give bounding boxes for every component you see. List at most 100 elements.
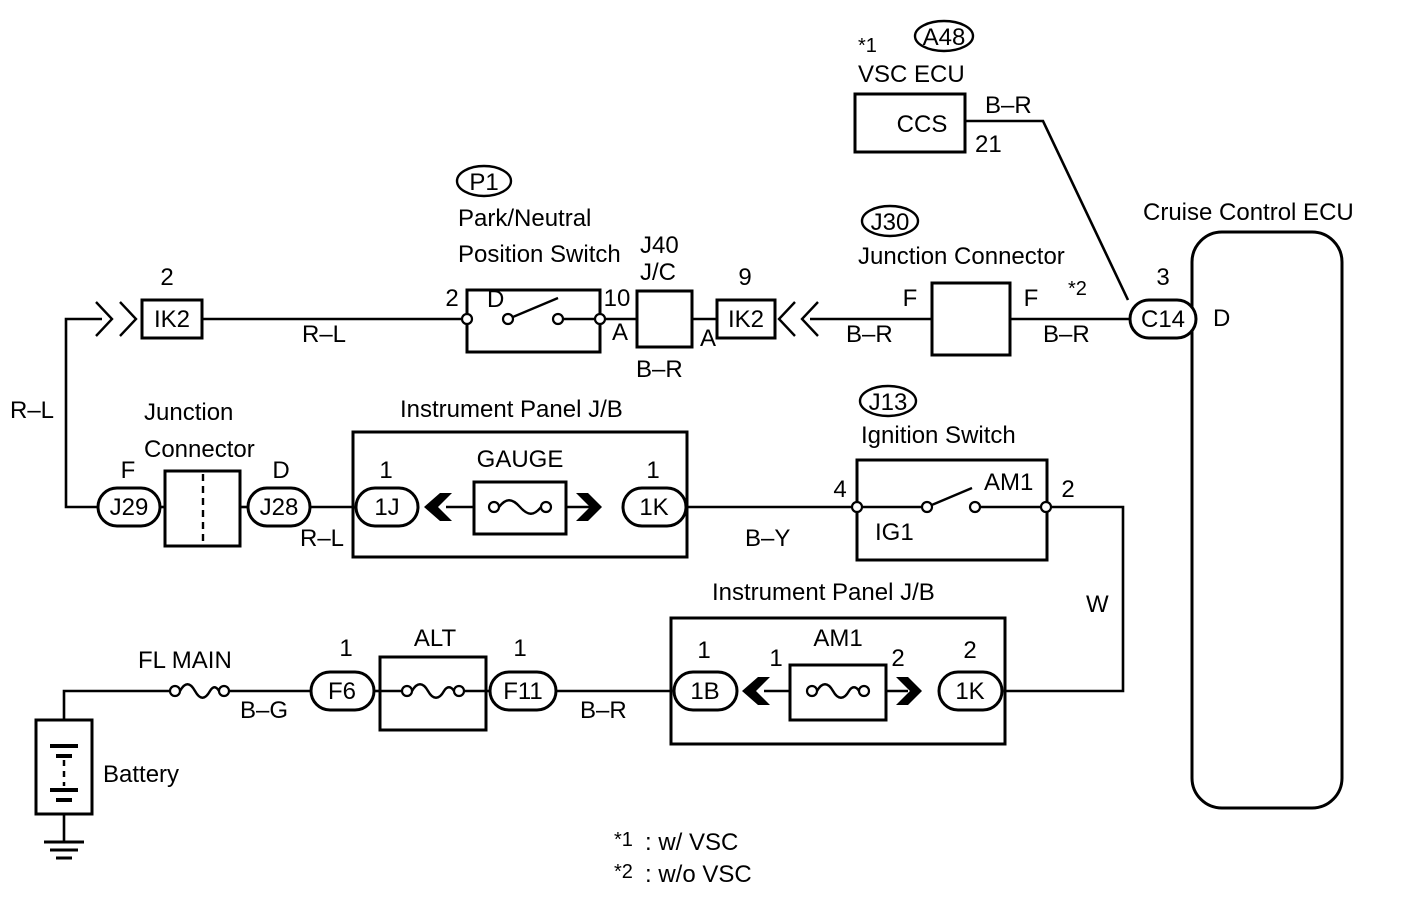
ik2-left-box — [140, 298, 204, 340]
ignition-id-oval — [858, 384, 918, 418]
j28-label: J28 — [260, 494, 299, 521]
vsc-ecu-name: VSC ECU — [858, 61, 965, 88]
alt-label: ALT — [414, 625, 457, 652]
note-1-mark: *1 — [614, 829, 633, 851]
ip-jb-gauge-right-pin: 1 — [646, 457, 659, 484]
ip-jb-gauge-left-pin: 1 — [379, 457, 392, 484]
gauge-left-arrow-icon — [424, 493, 452, 521]
ip-jb-gauge-title: Instrument Panel J/B — [400, 396, 623, 423]
ik2-right-connector: IK2 9 — [715, 264, 819, 340]
ik2-left-label: IK2 — [154, 306, 190, 333]
fl-main-terminal-right — [217, 684, 231, 698]
ik2-left-pin: 2 — [160, 264, 173, 291]
p1-terminal-right — [593, 312, 607, 326]
ignition-switch: J13 Ignition Switch 4 2 IG1 AM1 B–Y W — [745, 384, 1109, 618]
jc-line2: Connector — [144, 436, 255, 463]
ip-jb-1b-label: 1B — [690, 678, 719, 705]
vsc-pin: 21 — [975, 131, 1002, 158]
ip-jb-gauge: Instrument Panel J/B 1 1 GAUGE 1J 1K — [351, 396, 689, 559]
j40-pin-right: A — [700, 325, 716, 352]
j29-label: J29 — [110, 494, 149, 521]
cruise-pin: 3 — [1156, 264, 1169, 291]
ip-jb-1j-label: 1J — [374, 494, 399, 521]
ignition-wire-out: W — [1086, 591, 1109, 618]
fl-main-fuse-icon — [178, 683, 221, 699]
p1-id-oval — [455, 164, 513, 198]
cruise-ecu-box — [1190, 230, 1344, 810]
ip-jb-1k-lower-connector — [937, 670, 1004, 712]
ip-jb-am1-left-pin: 1 — [697, 637, 710, 664]
vsc-wire-label: B–R — [985, 92, 1032, 119]
vsc-ecu: *1 A48 VSC ECU CCS 21 B–R — [853, 19, 1032, 158]
jc-left-pin: F — [121, 457, 136, 484]
p1-line1: Park/Neutral — [458, 205, 591, 232]
ik2-left-chevron-inner — [119, 301, 138, 337]
ignition-contact-left — [920, 500, 934, 514]
ip-jb-1k-label: 1K — [639, 494, 668, 521]
ik2-left-chevron-outer — [95, 301, 114, 337]
jc-right-pin: D — [272, 457, 289, 484]
j30-box — [930, 281, 1012, 357]
j30-name: Junction Connector — [858, 243, 1065, 270]
left-junction-connector: Junction Connector F D J29 J28 R–L — [96, 399, 344, 552]
alt-box — [378, 655, 488, 732]
ik2-left-connector: IK2 2 — [95, 264, 204, 340]
alt-terminal-left — [400, 684, 414, 698]
j29-connector — [96, 486, 162, 528]
p1-pin-left: 2 — [445, 285, 458, 312]
vsc-ccs-label: CCS — [897, 111, 948, 138]
alt-wire-out: B–R — [580, 697, 627, 724]
j40-line1: J40 — [640, 232, 679, 259]
p1-contact-right — [551, 312, 565, 326]
cruise-note-mark: *2 — [1068, 278, 1087, 300]
ignition-box — [855, 458, 1049, 562]
cruise-c14-label: C14 — [1141, 306, 1185, 333]
am1-fuse-terminal-left — [805, 684, 819, 698]
ik2-right-pin: 9 — [738, 264, 751, 291]
top-wire-label: R–L — [302, 321, 346, 348]
f11-connector — [488, 670, 558, 712]
battery: Battery — [34, 718, 179, 860]
am1-fuse-pin-right: 2 — [891, 645, 904, 672]
gauge-fuse-icon — [498, 499, 542, 515]
note-2-text: : w/o VSC — [645, 861, 752, 888]
f6-label: F6 — [328, 678, 356, 705]
alt-terminal-right — [452, 684, 466, 698]
gauge-fuse-terminal-left — [487, 500, 501, 514]
j28-connector — [246, 486, 312, 528]
ik2-right-chevron-outer — [800, 301, 819, 337]
cruise-ecu-name: Cruise Control ECU — [1143, 199, 1354, 226]
wires — [62, 119, 1133, 842]
j40-box — [635, 289, 694, 349]
p1-pin-right: 10 — [604, 285, 631, 312]
p1-id: P1 — [469, 169, 498, 196]
j30-junction-connector: J30 Junction Connector F F B–R B–R — [846, 204, 1090, 357]
ip-jb-1k-connector — [621, 486, 688, 528]
vsc-id-oval — [913, 19, 975, 53]
alt-fuse-icon — [410, 683, 456, 699]
alt-fusible-link: ALT 1 1 F6 F11 B–R — [309, 625, 627, 732]
alt-right-pin: 1 — [513, 635, 526, 662]
ignition-id: J13 — [869, 389, 908, 416]
cruise-terminal: D — [1213, 305, 1230, 332]
ik2-right-label: IK2 — [728, 306, 764, 333]
j30-id: J30 — [871, 209, 910, 236]
am1-fuse-pin-left: 1 — [769, 645, 782, 672]
ignition-terminal-left — [850, 500, 864, 514]
ignition-term-am1: AM1 — [984, 469, 1033, 496]
ip-jb-1j-connector — [354, 486, 420, 528]
ip-jb-am1-title: Instrument Panel J/B — [712, 579, 935, 606]
f6-connector — [309, 670, 376, 712]
vsc-note-mark: *1 — [858, 35, 877, 57]
jc-box — [163, 469, 242, 548]
ignition-contact-right — [968, 500, 982, 514]
j40-pin-left: A — [612, 319, 628, 346]
j30-pin-right: F — [1024, 285, 1039, 312]
fl-main-fuse: FL MAIN B–G — [138, 647, 288, 724]
f11-label: F11 — [503, 678, 543, 705]
cruise-c14-connector — [1128, 298, 1198, 340]
j30-wire-left: B–R — [846, 321, 893, 348]
fl-main-wire: B–G — [240, 697, 288, 724]
am1-fuse-icon — [815, 683, 861, 699]
